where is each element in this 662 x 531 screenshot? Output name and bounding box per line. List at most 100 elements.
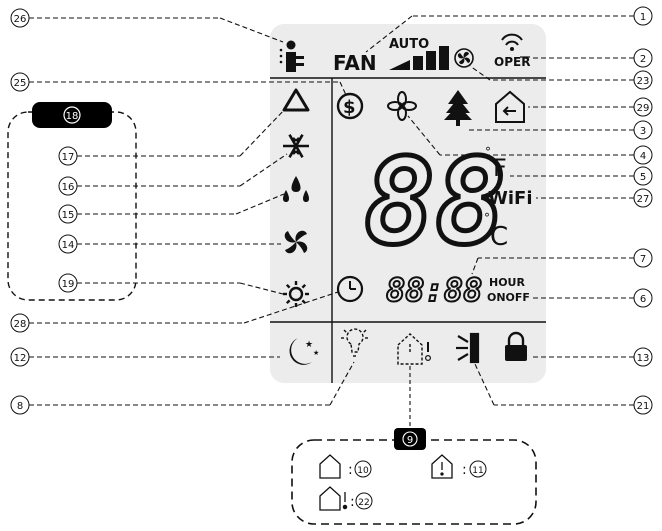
- legend-home-icon: [319, 454, 341, 479]
- svg-text:5: 5: [640, 172, 646, 183]
- legend-box: 9 : 10 : 11 : 22: [291, 428, 537, 525]
- svg-text:11: 11: [472, 466, 483, 476]
- oper-label: OPER: [494, 55, 530, 69]
- svg-text:13: 13: [637, 353, 650, 364]
- svg-text:6: 6: [640, 294, 646, 305]
- lock-icon: [505, 331, 527, 361]
- callout-13: 13: [633, 347, 653, 367]
- callout-16: 16: [58, 176, 78, 196]
- callout-8: 8: [10, 395, 30, 415]
- callout-1: 1: [633, 6, 653, 26]
- callout-18: 18: [63, 106, 81, 124]
- celsius-label: C: [490, 222, 508, 252]
- svg-text:27: 27: [637, 194, 650, 205]
- svg-text:23: 23: [637, 76, 650, 87]
- callout-29: 29: [633, 97, 653, 117]
- svg-text:8: 8: [17, 401, 23, 412]
- mode-group-box: 18: [7, 102, 137, 301]
- fan-mode-icon: [284, 230, 308, 254]
- fan-circle-icon: [454, 48, 474, 68]
- oper-signal-icon: [501, 33, 523, 51]
- temperature-digits: 88: [364, 133, 506, 271]
- legend-home-indicator-icon: [319, 486, 348, 511]
- legend-callout-22: 22: [355, 492, 373, 510]
- saving-dollar-icon: $: [336, 92, 364, 120]
- svg-text:15: 15: [62, 210, 75, 221]
- svg-text:14: 14: [62, 240, 75, 251]
- callout-2: 2: [633, 48, 653, 68]
- legend-home-alert-icon: [431, 454, 453, 479]
- legend-callout-10: 10: [354, 460, 372, 478]
- svg-text:26: 26: [14, 14, 27, 25]
- callout-12: 12: [10, 347, 30, 367]
- svg-text:21: 21: [637, 401, 650, 412]
- dry-drops-icon: [283, 176, 309, 202]
- svg-text:★: ★: [313, 349, 319, 357]
- clock-icon: [336, 275, 364, 303]
- svg-text:22: 22: [358, 498, 369, 508]
- heat-sun-icon: [283, 281, 309, 307]
- time-digits: 88:88: [386, 271, 482, 309]
- svg-text:1: 1: [640, 12, 646, 23]
- callout-3: 3: [633, 120, 653, 140]
- svg-text:3: 3: [640, 126, 646, 137]
- callout-21: 21: [633, 395, 653, 415]
- fan-label: FAN: [333, 51, 377, 75]
- svg-text:25: 25: [14, 78, 27, 89]
- wifi-label: WiFi: [488, 188, 533, 209]
- svg-text:29: 29: [637, 103, 650, 114]
- svg-text:$: $: [343, 97, 356, 118]
- legend-callout-11: 11: [469, 460, 487, 478]
- celsius-degree: °: [484, 211, 490, 225]
- svg-text:19: 19: [62, 279, 75, 290]
- callout-17: 17: [58, 146, 78, 166]
- svg-text:9: 9: [407, 435, 413, 446]
- fahrenheit-label: F: [493, 154, 507, 182]
- auto-mode-icon: [282, 88, 310, 112]
- fresh-tree-icon: [444, 90, 472, 126]
- sleep-moon-icon: ★ ★: [289, 338, 319, 365]
- callout-28: 28: [10, 313, 30, 333]
- hour-label: HOUR: [489, 276, 525, 289]
- callout-7: 7: [633, 248, 653, 268]
- legend-11-separator: :: [462, 462, 467, 478]
- svg-text:28: 28: [14, 319, 27, 330]
- legend-22-separator: :: [350, 494, 355, 510]
- fan-speed-bars-icon: [389, 46, 449, 70]
- svg-text:16: 16: [62, 182, 75, 193]
- legend-10-separator: :: [348, 462, 353, 478]
- svg-text:18: 18: [66, 111, 79, 122]
- callout-6: 6: [633, 288, 653, 308]
- house-alert-icon: [397, 333, 423, 365]
- cool-snowflake-icon: [283, 134, 309, 158]
- fahrenheit-degree: °: [485, 145, 491, 159]
- light-bulb-icon: [341, 328, 369, 357]
- onoff-label: ONOFF: [487, 291, 530, 304]
- callout-4: 4: [633, 145, 653, 165]
- svg-text:12: 12: [14, 353, 27, 364]
- home-arrow-icon: [495, 90, 525, 123]
- ir-signal-icon: [456, 332, 480, 364]
- svg-text:2: 2: [640, 54, 646, 65]
- callout-15: 15: [58, 204, 78, 224]
- callout-9: 9: [402, 431, 418, 447]
- svg-text:4: 4: [640, 151, 646, 162]
- callout-26: 26: [10, 8, 30, 28]
- callout-23: 23: [633, 70, 653, 90]
- callout-19: 19: [58, 273, 78, 293]
- left-callouts: 26 25 17 16 15 14 19 28 12 8: [10, 8, 355, 415]
- temperature-display: 88: [362, 131, 509, 274]
- svg-text:10: 10: [357, 466, 369, 476]
- svg-text:★: ★: [305, 340, 313, 350]
- callout-25: 25: [10, 72, 30, 92]
- svg-text:17: 17: [62, 152, 75, 163]
- person-icon: [279, 40, 304, 72]
- svg-text:7: 7: [640, 254, 646, 265]
- fan-blade-icon: [387, 91, 417, 121]
- callout-14: 14: [58, 234, 78, 254]
- callout-5: 5: [633, 166, 653, 186]
- auto-label: AUTO: [389, 37, 429, 52]
- indicator-dot-icon: [425, 342, 432, 362]
- callout-27: 27: [633, 188, 653, 208]
